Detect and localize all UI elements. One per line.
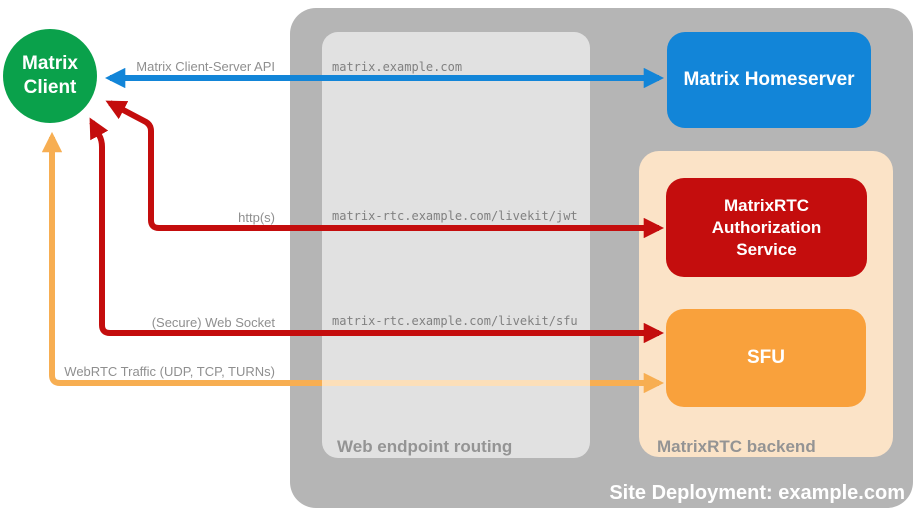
endpoint-matrix: matrix.example.com xyxy=(332,60,463,74)
matrixrtc-backend-title: MatrixRTC backend xyxy=(657,437,816,456)
web-endpoint-routing-title: Web endpoint routing xyxy=(337,437,513,456)
matrix-client-label-line2: Client xyxy=(23,77,77,98)
site-deployment-title: Site Deployment: example.com xyxy=(609,482,905,504)
web-endpoint-routing-container xyxy=(322,32,590,458)
matrix-homeserver-label: Matrix Homeserver xyxy=(683,69,855,90)
endpoint-livekit-sfu: matrix-rtc.example.com/livekit/sfu xyxy=(332,314,578,328)
matrixrtc-auth-service-node: MatrixRTC Authorization Service xyxy=(666,178,867,277)
matrix-client-label-line1: Matrix xyxy=(22,53,78,74)
matrix-homeserver-node: Matrix Homeserver xyxy=(667,32,871,128)
https-label: http(s) xyxy=(238,210,275,225)
sfu-node: SFU xyxy=(666,309,866,407)
matrixrtc-auth-service-label: MatrixRTC Authorization Service xyxy=(711,195,822,259)
endpoint-livekit-jwt: matrix-rtc.example.com/livekit/jwt xyxy=(332,209,578,223)
matrix-client-node: Matrix Client xyxy=(3,29,97,123)
webrtc-traffic-label: WebRTC Traffic (UDP, TCP, TURNs) xyxy=(64,364,275,379)
sfu-label: SFU xyxy=(747,347,785,368)
websocket-label: (Secure) Web Socket xyxy=(151,315,275,330)
